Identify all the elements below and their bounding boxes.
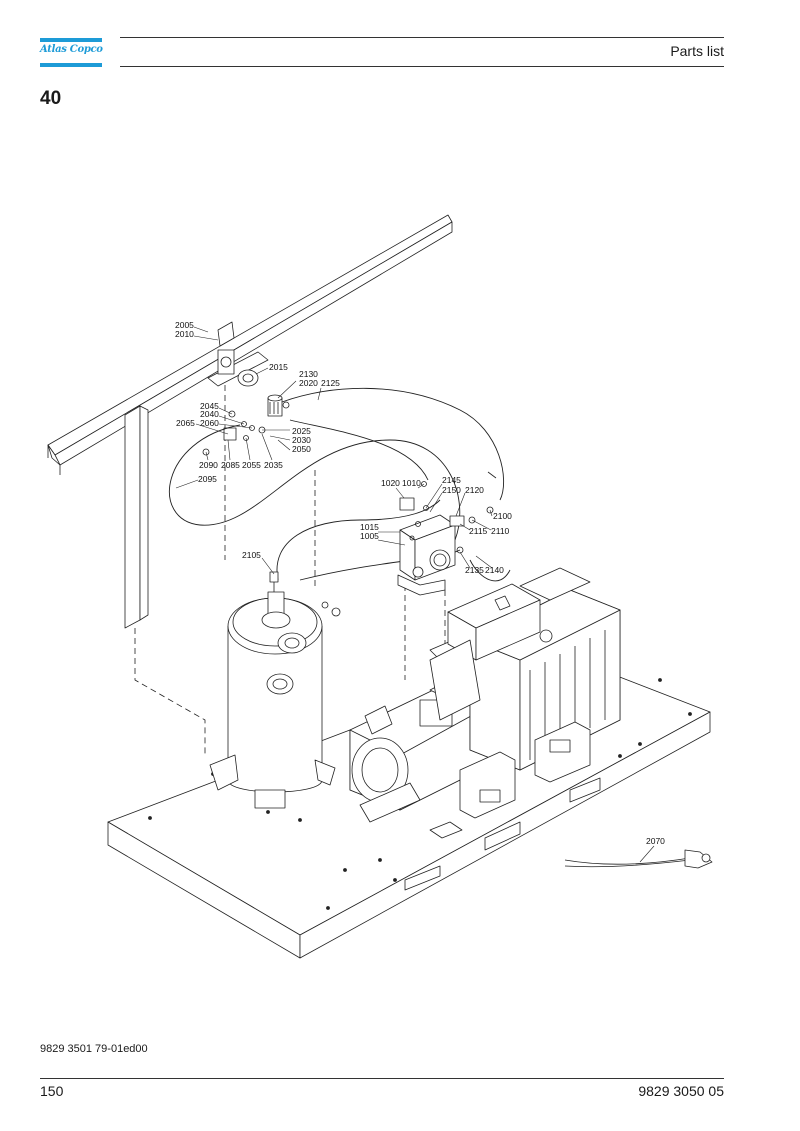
callout-label: 2130: [299, 369, 318, 379]
leader-lines: [175, 326, 655, 863]
motor-feet: [459, 721, 591, 819]
callout-label: 2115: [469, 526, 488, 536]
callout-label: 1005: [360, 531, 379, 541]
callout-label: 2125: [321, 378, 340, 388]
callout-label: 2110: [491, 526, 510, 536]
logo-bottom-bar: [40, 63, 102, 67]
header-rule-bottom: [120, 66, 724, 67]
logo-top-bar: [40, 38, 102, 42]
unloader-valve: [397, 497, 456, 596]
callout-label: 2050: [292, 444, 311, 454]
cable-assembly: [564, 849, 713, 869]
vertical-support: [124, 405, 149, 629]
valve-body: [237, 369, 259, 387]
oil-separator-vessel: [209, 571, 341, 809]
document-number: 9829 3050 05: [638, 1083, 724, 1099]
callout-label: 2140: [485, 565, 504, 575]
callout-label: 2065: [176, 418, 195, 428]
mounting-rail: [47, 214, 453, 475]
callout-label: 1020: [381, 478, 400, 488]
callout-label: 2020: [299, 378, 318, 388]
page-number: 150: [40, 1083, 64, 1099]
small-bracket: [217, 321, 235, 347]
figure-number: 40: [40, 88, 62, 109]
mounting-plate: [207, 349, 269, 387]
callout-label: 2070: [646, 836, 665, 846]
callout-label: 2005: [175, 320, 194, 330]
pressure-switch: [267, 394, 283, 417]
callout-label: 2010: [175, 329, 194, 339]
fittings-cluster: [202, 401, 290, 456]
callout-label: 2030: [292, 435, 311, 445]
callout-label: 2085: [221, 460, 240, 470]
callout-label: 2090: [199, 460, 218, 470]
header-rule-top: [120, 37, 724, 38]
callout-label: 2025: [292, 426, 311, 436]
callout-labels: 2005 2010 2015 2130 2020 2125 2045 2040 …: [175, 320, 665, 846]
callout-label: 2015: [269, 362, 288, 372]
callout-label: 2135: [465, 565, 484, 575]
callout-label: 2055: [242, 460, 261, 470]
callout-label: 1015: [360, 522, 379, 532]
callout-label: 2100: [493, 511, 512, 521]
compressor-element: [349, 619, 521, 823]
callout-label: 1010: [402, 478, 421, 488]
side-fittings: [421, 471, 497, 554]
callout-label: 2120: [465, 485, 484, 495]
callout-label: 2060: [200, 418, 219, 428]
atlas-copco-logo: Atlas Copco: [40, 38, 103, 68]
logo-text: Atlas Copco: [40, 44, 103, 55]
section-title: Parts list: [670, 43, 724, 59]
callout-label: 2145: [442, 475, 461, 485]
callout-label: 2105: [242, 550, 261, 560]
electric-motor: [429, 567, 621, 771]
callout-label: 2045: [200, 401, 219, 411]
callout-label: 2095: [198, 474, 217, 484]
footer-rule: [40, 1078, 724, 1079]
document-reference: 9829 3501 79-01ed00: [40, 1043, 148, 1055]
callout-label: 2035: [264, 460, 283, 470]
assembly-lines: [134, 385, 446, 755]
callout-label: 2040: [200, 409, 219, 419]
callout-label: 2150: [442, 485, 461, 495]
